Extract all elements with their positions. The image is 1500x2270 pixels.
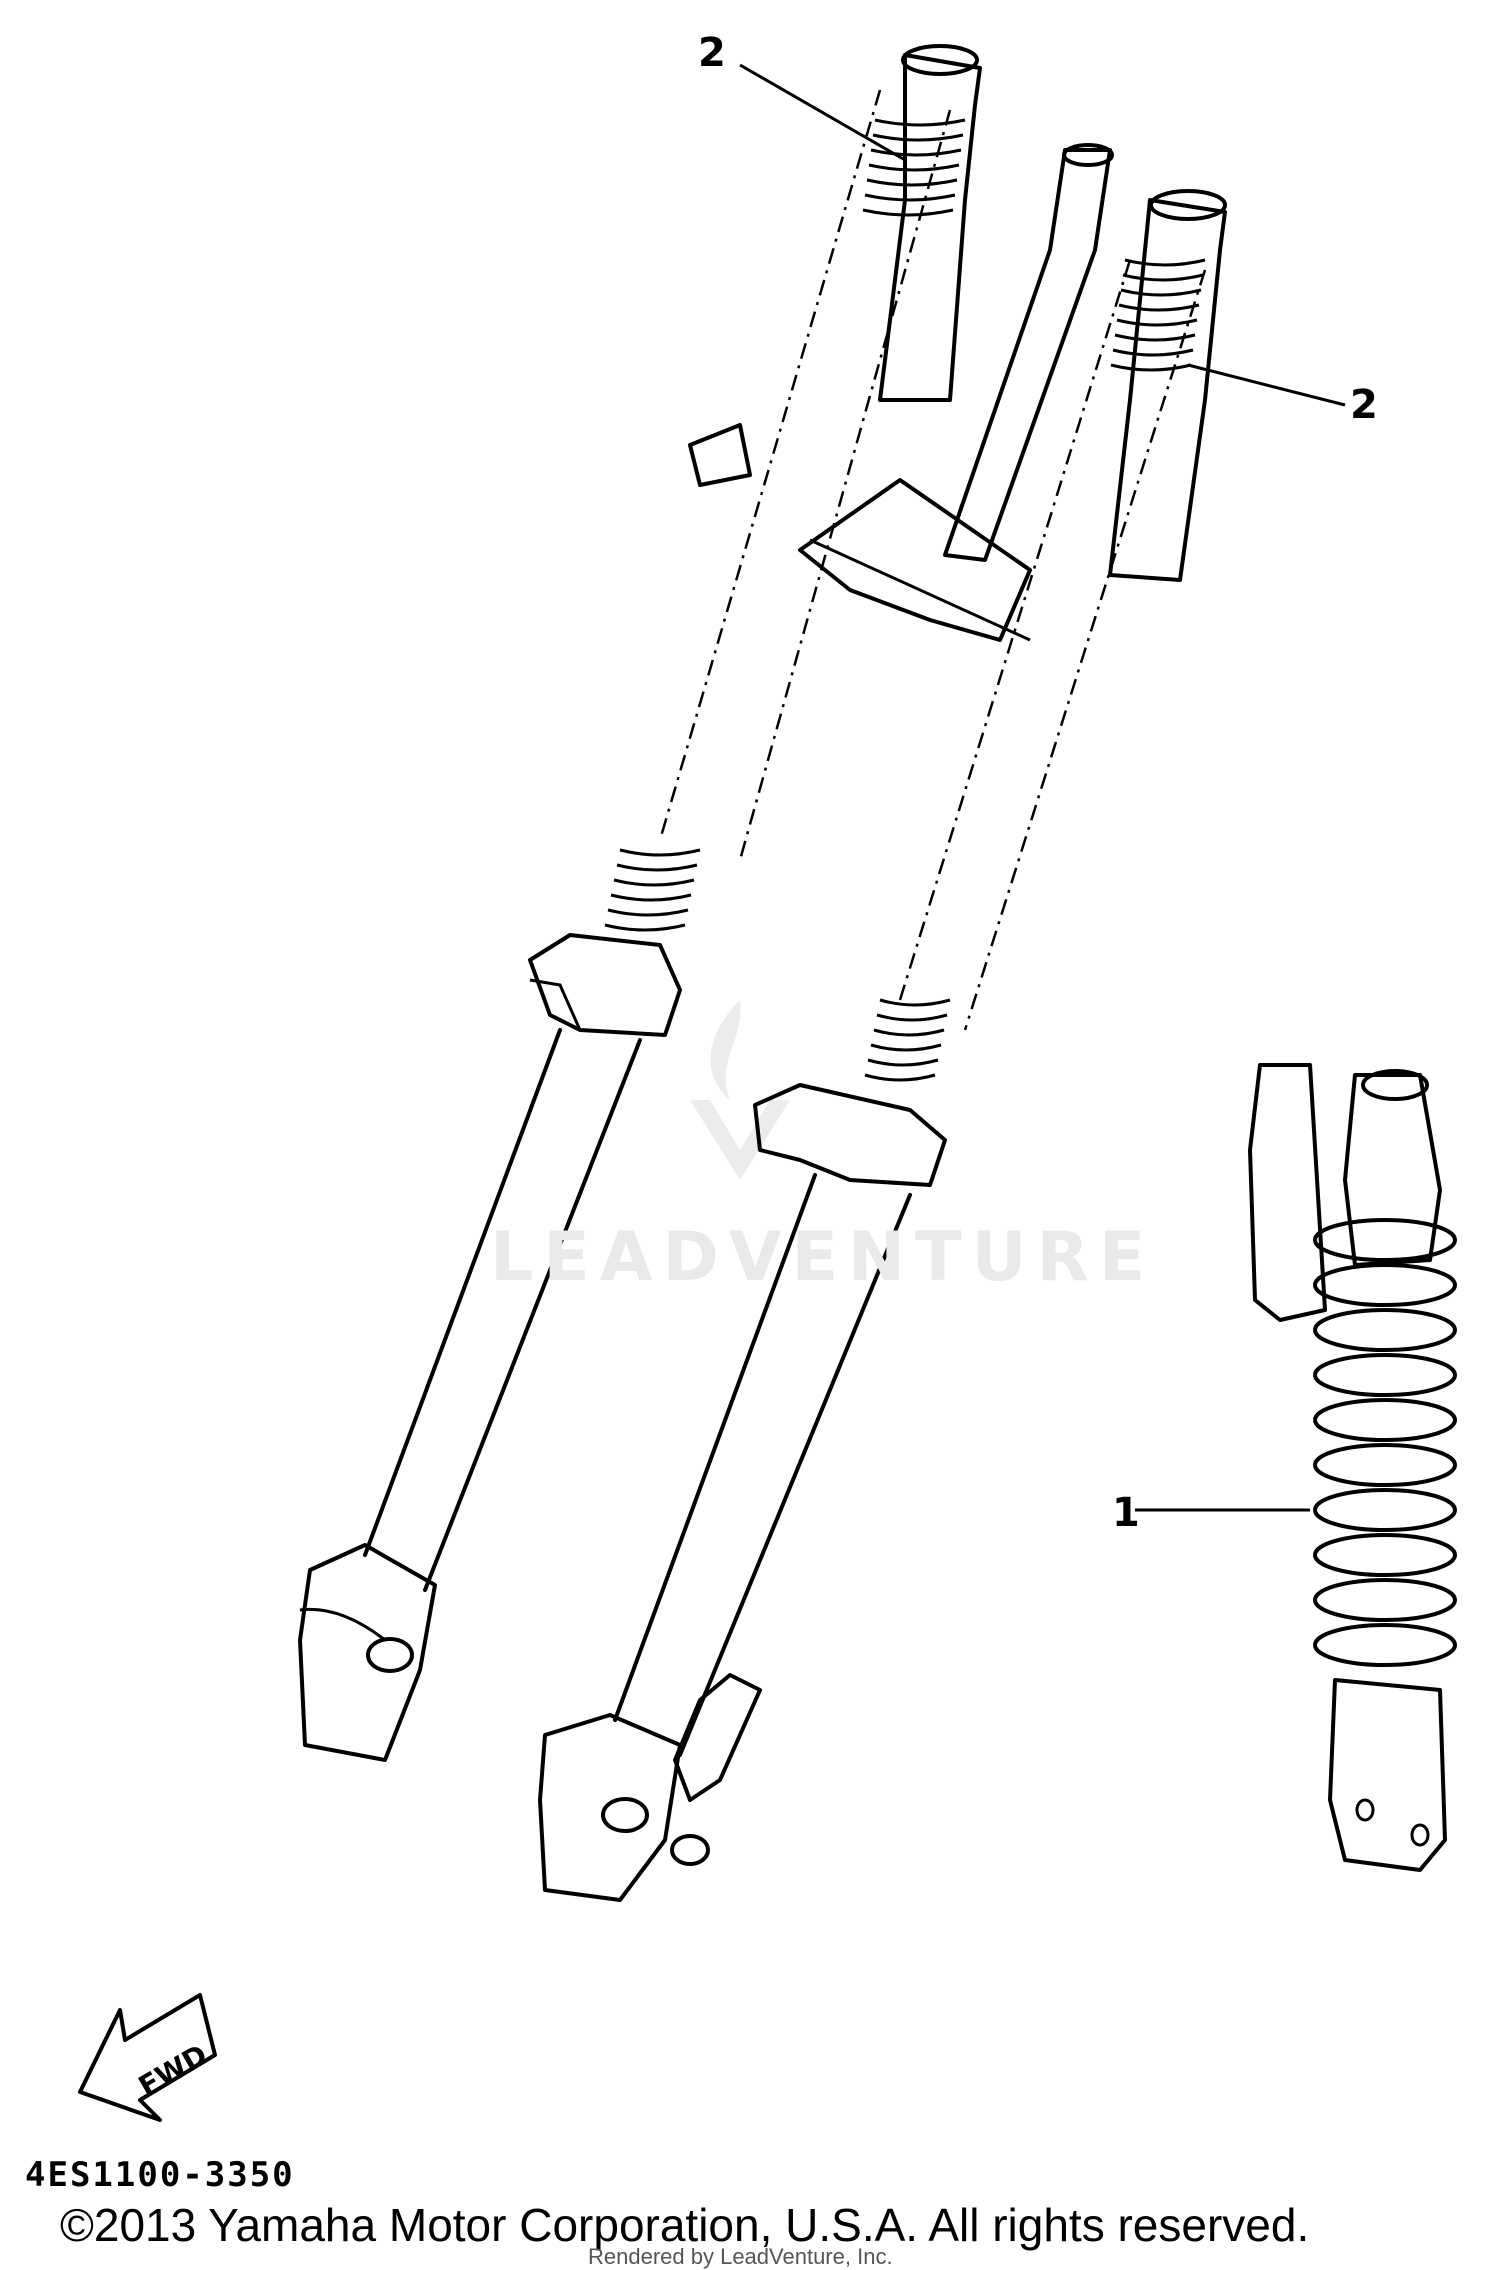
fwd-arrow-label: FWD [133,2038,213,2103]
steering-stem [688,143,1114,642]
rendered-by-notice: Rendered by LeadVenture, Inc. [588,2244,893,2269]
watermark-text: LEADVENTURE [490,1218,1156,1297]
leader-line-left-spring [739,63,906,162]
right-fork-assembly [538,189,1227,1902]
leader-line-right-spring [1187,363,1346,407]
callout-1-rear-shock: 1 [1112,1490,1140,1536]
callout-2-right-fork-spring: 2 [1350,382,1378,428]
copyright-notice: ©2013 Yamaha Motor Corporation, U.S.A. A… [60,2199,1310,2251]
watermark-logo [690,1000,790,1180]
fwd-arrow-icon [78,1993,217,2122]
left-fork-assembly [298,44,982,1762]
part-code: 4ES1100-3350 [25,2155,295,2195]
rear-shock-assembly [1248,1063,1457,1872]
callout-2-left-fork-spring: 2 [698,30,726,76]
